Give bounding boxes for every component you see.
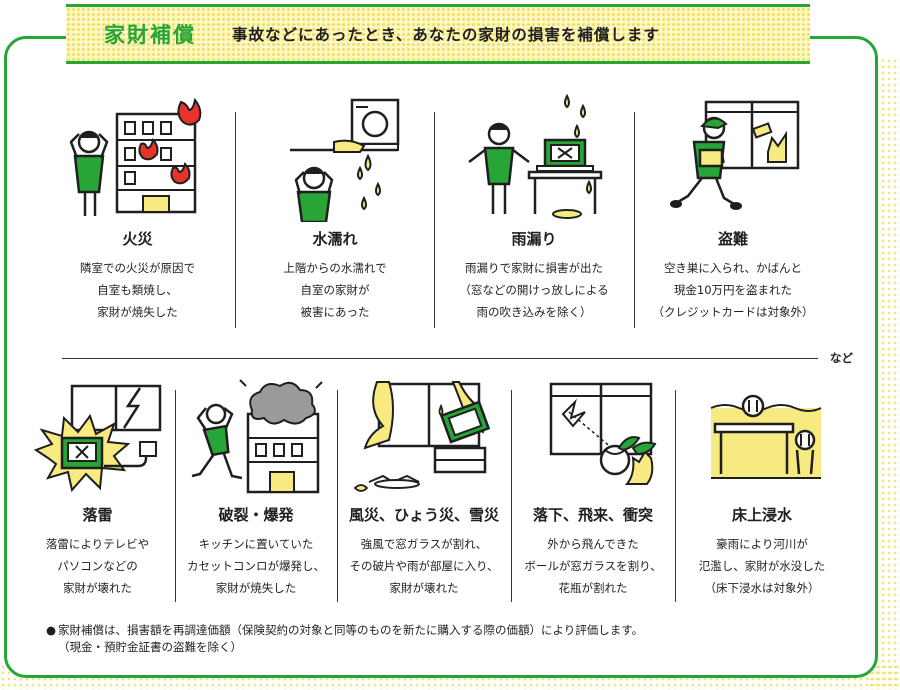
- case-title: 盗難: [717, 230, 748, 248]
- footnote-text: 家財補償は、損害額を再調達価額（保険契約の対象と同等のものを新たに購入する際の価…: [58, 623, 644, 637]
- case-description: 雨漏りで家財に損害が出た （窓などの開けっ放しによる 雨の吹き込みを除く）: [459, 261, 609, 319]
- rain-leak-icon: [468, 93, 603, 219]
- case-title: 床上浸水: [731, 506, 792, 524]
- case-lightning: 落雷 落雷によりテレビや パソコンなどの 家財が壊れた: [20, 378, 175, 599]
- header-title: 家財補償: [104, 23, 196, 47]
- fire-building-icon: [69, 97, 201, 216]
- ball-window-icon: [549, 382, 657, 485]
- case-title: 火災: [122, 230, 153, 248]
- case-description: 強風で窓ガラスが割れ、 その破片や雨が部屋に入り、 家財が壊れた: [349, 537, 499, 595]
- column-divider: [434, 112, 435, 328]
- flood-icon: [710, 394, 822, 479]
- case-fire: 火災 隣室での火災が原因で 自室も類焼し、 家財が焼失した: [40, 92, 235, 323]
- case-description: 上階からの水濡れで 自室の家財が 被害にあった: [283, 261, 387, 319]
- row-divider: [62, 358, 818, 359]
- header-subtitle: 事故などにあったとき、あなたの家財の損害を補償します: [232, 26, 660, 44]
- case-storm: 風災、ひょう災、雪災 強風で窓ガラスが割れ、 その破片や雨が部屋に入り、 家財が…: [338, 378, 510, 599]
- column-divider: [511, 390, 512, 602]
- case-explosion: 破裂・爆発 キッチンに置いていた カセットコンロが爆発し、 家財が焼失した: [176, 378, 336, 599]
- case-impact: 落下、飛来、衝突 外から飛んできた ボールが窓ガラスを割り、 花瓶が割れた: [512, 378, 674, 599]
- case-title: 水濡れ: [312, 230, 358, 248]
- case-title: 風災、ひょう災、雪災: [348, 506, 499, 524]
- case-flood: 床上浸水 豪雨により河川が 氾濫し、家財が水没した （床下浸水は対象外）: [676, 378, 848, 599]
- column-divider: [175, 390, 176, 602]
- case-description: 豪雨により河川が 氾濫し、家財が水没した （床下浸水は対象外）: [698, 537, 826, 595]
- water-leak-icon: [290, 98, 400, 222]
- storm-window-icon: [353, 381, 491, 492]
- footnote-line-2: （現金・預貯金証書の盗難を除く）: [58, 640, 242, 654]
- case-description: 空き巣に入られ、かばんと 現金10万円を盗まれた （クレジットカードは対象外）: [652, 261, 814, 319]
- case-title: 破裂・爆発: [218, 506, 294, 524]
- burglar-icon: [670, 100, 800, 210]
- case-title: 雨漏り: [511, 230, 557, 248]
- case-theft: 盗難 空き巣に入られ、かばんと 現金10万円を盗まれた （クレジットカードは対象…: [635, 92, 831, 323]
- case-water: 水濡れ 上階からの水濡れで 自室の家財が 被害にあった: [236, 92, 434, 323]
- column-divider: [337, 390, 338, 602]
- explosion-icon: [191, 379, 323, 494]
- case-title: 落雷: [82, 506, 113, 524]
- column-divider: [634, 112, 635, 328]
- case-title: 落下、飛来、衝突: [532, 506, 653, 524]
- bullet-icon: ●: [46, 623, 57, 637]
- footnote: ●家財補償は、損害額を再調達価額（保険契約の対象と同等のものを新たに購入する際の…: [46, 622, 643, 656]
- case-description: 落雷によりテレビや パソコンなどの 家財が壊れた: [45, 537, 150, 595]
- case-description: キッチンに置いていた カセットコンロが爆発し、 家財が焼失した: [187, 537, 325, 595]
- and-more-note: など: [830, 351, 853, 365]
- case-description: 隣室での火災が原因で 自室も類焼し、 家財が焼失した: [80, 261, 195, 319]
- lightning-icon: [33, 384, 161, 493]
- column-divider: [235, 112, 236, 328]
- footnote-line-1: ●家財補償は、損害額を再調達価額（保険契約の対象と同等のものを新たに購入する際の…: [46, 622, 643, 639]
- case-description: 外から飛んできた ボールが窓ガラスを割り、 花瓶が割れた: [524, 537, 662, 595]
- header-banner: 家財補償 事故などにあったとき、あなたの家財の損害を補償します: [66, 4, 810, 64]
- case-rain: 雨漏り 雨漏りで家財に損害が出た （窓などの開けっ放しによる 雨の吹き込みを除く…: [435, 92, 633, 323]
- column-divider: [675, 390, 676, 602]
